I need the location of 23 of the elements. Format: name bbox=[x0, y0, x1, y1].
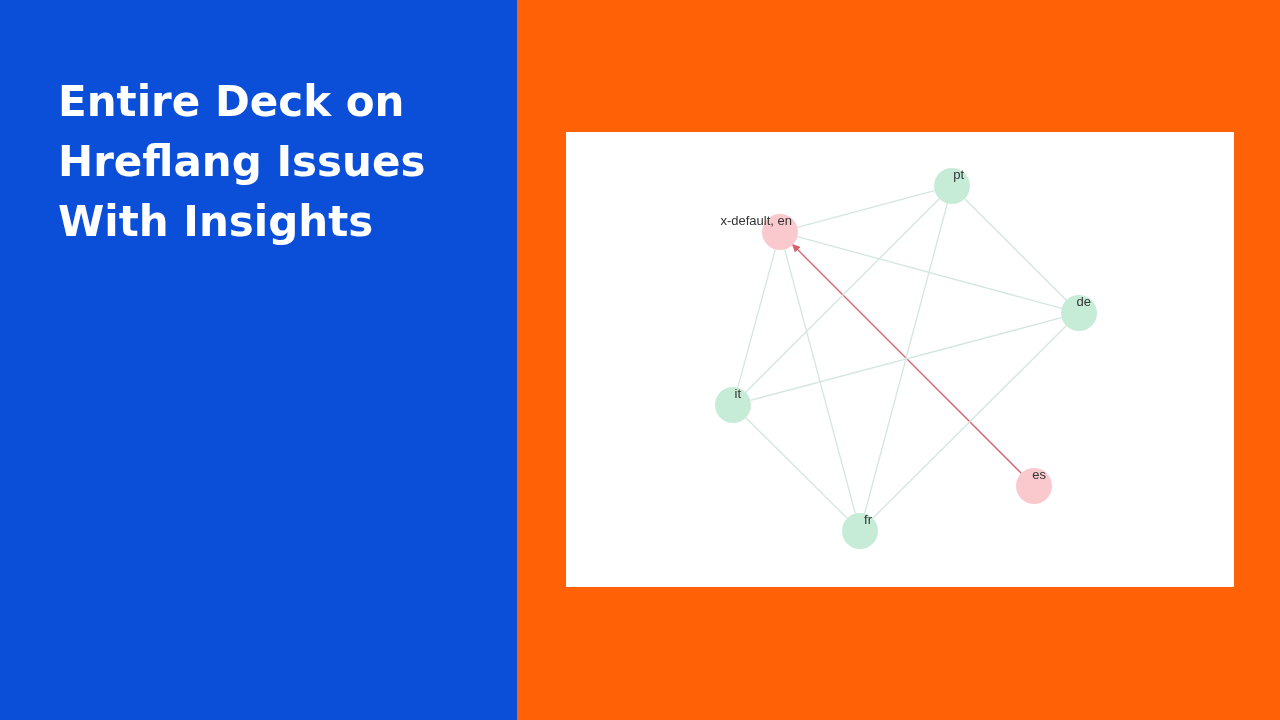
graph-node bbox=[1016, 468, 1052, 504]
connector-line bbox=[784, 248, 856, 515]
graph-node bbox=[934, 168, 970, 204]
node-label: fr bbox=[864, 512, 872, 527]
arrow bbox=[792, 244, 1022, 474]
connector-line bbox=[737, 248, 776, 389]
graph-node bbox=[715, 387, 751, 423]
graph-node bbox=[842, 513, 878, 549]
node-label: de bbox=[1076, 294, 1091, 309]
graph-node bbox=[1061, 295, 1097, 331]
connector-line bbox=[796, 236, 1063, 309]
connector-line bbox=[964, 198, 1067, 301]
node-label: x-default, en bbox=[720, 213, 792, 228]
title: Entire Deck on Hreflang Issues With Insights bbox=[58, 76, 427, 248]
connector-line bbox=[864, 202, 948, 515]
connector-line bbox=[796, 190, 936, 228]
connector-line bbox=[745, 417, 848, 519]
node-label: it bbox=[734, 386, 741, 401]
node-label: es bbox=[1032, 467, 1046, 482]
node-label: pt bbox=[953, 167, 964, 182]
connector-line bbox=[745, 198, 940, 393]
connector-line bbox=[872, 325, 1067, 519]
connector-line bbox=[749, 317, 1063, 401]
